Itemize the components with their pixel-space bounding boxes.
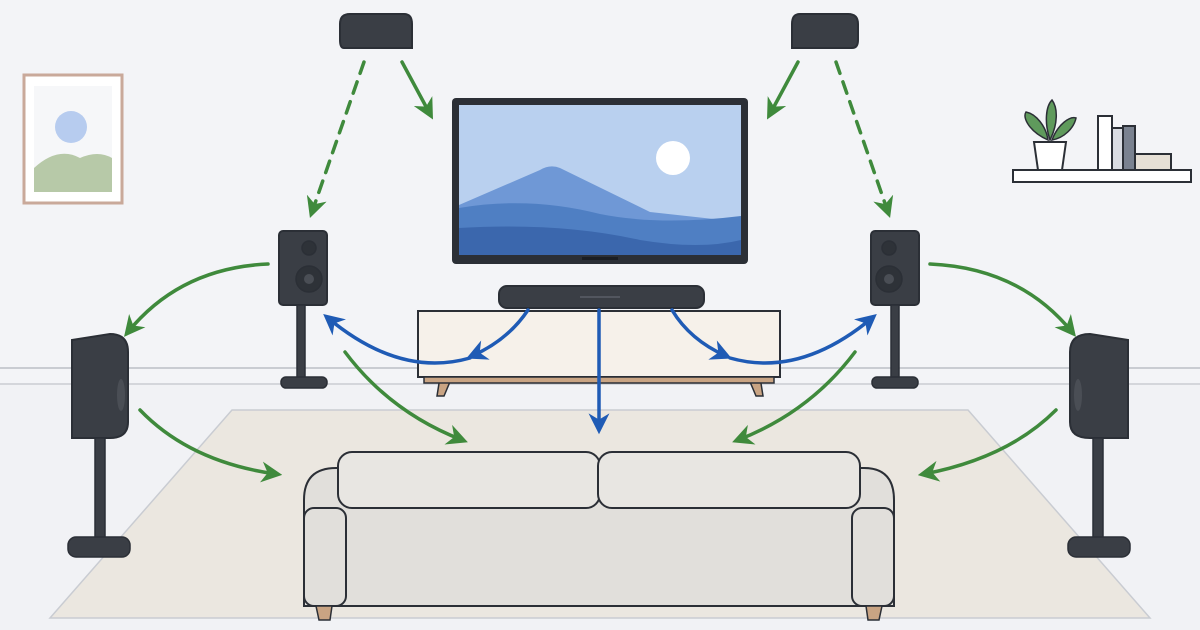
potted-plant-icon [1024,98,1077,171]
books-icon [1097,115,1172,171]
soundbar [498,285,705,309]
ceiling-speaker-left [339,13,413,49]
ceiling-speaker-right [791,13,859,49]
height-channel-arrows [306,60,894,218]
surround-right-speaker [1067,332,1131,558]
wall-shelf [1012,169,1192,183]
surround-channel-arrows [124,262,1076,483]
sofa [303,451,895,621]
front-left-speaker [278,230,328,389]
surround-left-speaker [67,332,131,558]
framed-picture-icon [22,73,124,205]
soundbar-arrows [323,308,877,435]
front-right-speaker [870,230,920,389]
television [452,98,748,264]
